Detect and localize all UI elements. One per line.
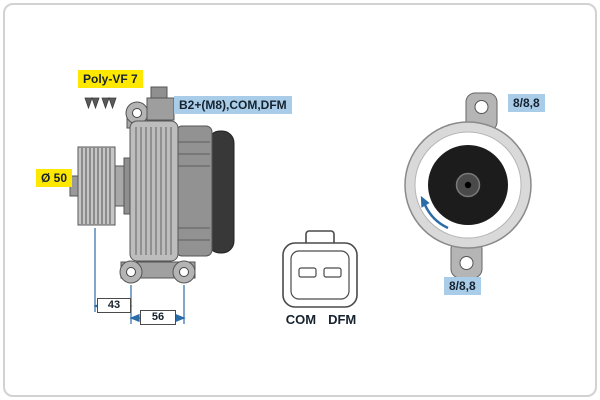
pulley-diameter-label: Ø 50 <box>36 169 73 187</box>
pin-label-com: COM <box>285 312 317 327</box>
belt-ribs-icon <box>84 96 117 110</box>
pin-label-dfm: DFM <box>328 312 357 327</box>
rear-mount-lug-bottom <box>450 239 483 279</box>
alternator-body <box>119 86 235 284</box>
belt-type-label: Poly-VF 7 <box>78 70 143 88</box>
dimension-value-43: 43 <box>97 298 131 313</box>
rear-view <box>404 92 532 279</box>
terminals-label: B2+(M8),COM,DFM <box>174 96 292 114</box>
pulley <box>69 146 133 226</box>
rotation-arrow-icon <box>420 195 449 230</box>
pin-slot-com <box>298 267 317 278</box>
pin-slot-dfm <box>323 267 342 278</box>
dimension-value-56: 56 <box>140 310 176 325</box>
rear-mount-lug-top <box>465 92 498 132</box>
connector-pin-labels: COM DFM <box>281 312 361 327</box>
mount-size-label-top: 8/8,8 <box>508 94 545 112</box>
connector-outline <box>282 230 358 308</box>
mount-size-label-bottom: 8/8,8 <box>444 277 481 295</box>
